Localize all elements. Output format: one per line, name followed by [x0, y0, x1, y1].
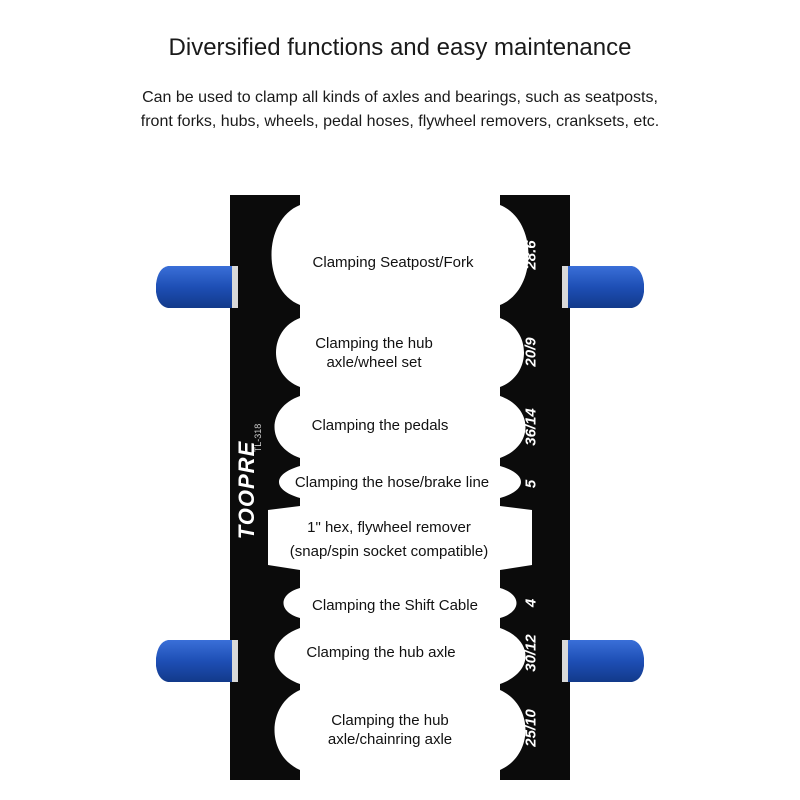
size-marking: 20/9	[522, 337, 540, 367]
label-line: axle/chainring axle	[327, 731, 453, 748]
label-line: Clamping Seatpost/Fork	[312, 254, 474, 271]
label-seatpost-fork: Clamping Seatpost/Fork	[313, 253, 474, 272]
label-line: (snap/spin socket compatible)	[289, 543, 489, 560]
model-number: TL-318	[253, 423, 263, 453]
right-jaw-bar	[500, 195, 570, 780]
label-line: Clamping the hub	[315, 335, 433, 352]
size-marking: 4	[522, 598, 540, 608]
left-bottom-cap	[156, 640, 238, 682]
size-marking: 28.6	[522, 240, 540, 270]
label-line: Clamping the pedals	[311, 417, 449, 434]
label-pedals: Clamping the pedals	[312, 416, 449, 435]
label-line: Clamping the hub axle	[306, 644, 456, 661]
page-title: Diversified functions and easy maintenan…	[168, 34, 632, 61]
right-top-cap	[562, 266, 644, 308]
label-hub-axle: Clamping the hub axle	[306, 643, 455, 662]
label-line: Clamping the hub	[331, 712, 449, 729]
label-hub-axle-chainring-axle: Clamping the hub axle/chainring axle	[328, 711, 452, 749]
subtitle-line-2: front forks, hubs, wheels, pedal hoses, …	[140, 113, 660, 130]
size-marking: 5	[522, 479, 540, 489]
page-subtitle: Can be used to clamp all kinds of axles …	[0, 86, 800, 134]
label-hub-axle-wheel-set: Clamping the hub axle/wheel set	[315, 334, 433, 372]
label-hex-flywheel-remover: 1" hex, flywheel remover (snap/spin sock…	[290, 516, 488, 564]
label-line: 1" hex, flywheel remover	[307, 519, 471, 536]
label-line: Clamping the Shift Cable	[312, 597, 478, 614]
size-marking: 30/12	[522, 634, 540, 672]
label-shift-cable: Clamping the Shift Cable	[312, 596, 478, 615]
left-jaw-bar	[230, 195, 300, 780]
label-line: Clamping the hose/brake line	[294, 474, 490, 491]
right-bottom-cap	[562, 640, 644, 682]
size-marking: 36/14	[522, 408, 540, 446]
left-top-cap	[156, 266, 238, 308]
brand-logo: TOOPRE	[234, 440, 259, 540]
label-hose-brake-line: Clamping the hose/brake line	[295, 473, 489, 492]
subtitle-line-1: Can be used to clamp all kinds of axles …	[142, 89, 658, 106]
label-line: axle/wheel set	[326, 354, 422, 371]
size-marking: 25/10	[522, 709, 540, 747]
